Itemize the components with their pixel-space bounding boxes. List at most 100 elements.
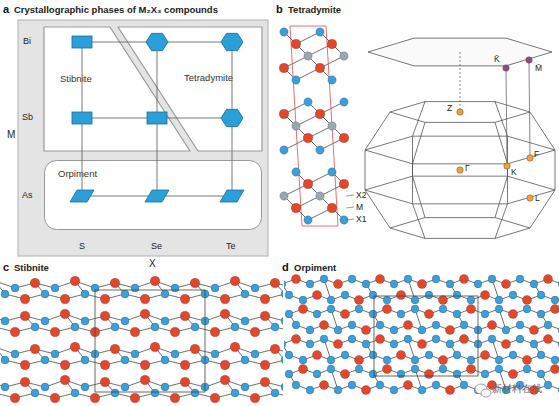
- atom: [466, 304, 475, 313]
- atom: [180, 377, 190, 387]
- atom: [382, 304, 391, 313]
- atom: [543, 334, 552, 343]
- zone-edge: [390, 218, 530, 239]
- atom: [432, 381, 440, 389]
- atom: [516, 275, 524, 283]
- atom: [298, 364, 307, 373]
- atom: [319, 380, 328, 389]
- atom: [250, 327, 260, 337]
- atom: [382, 364, 391, 373]
- atom: [396, 350, 405, 359]
- panel-letter: b: [276, 4, 283, 15]
- zone-edge: [365, 176, 555, 204]
- atom: [50, 327, 60, 337]
- atom: [432, 275, 440, 283]
- atom: [439, 305, 447, 313]
- atom: [315, 109, 325, 119]
- orpiment-symbol: [70, 190, 94, 202]
- atom: [211, 284, 219, 292]
- atom: [501, 339, 510, 348]
- atom: [495, 365, 503, 373]
- atom: [466, 364, 475, 373]
- atom: [231, 389, 239, 397]
- atom: [481, 370, 489, 378]
- atom: [250, 393, 260, 403]
- atom: [280, 192, 288, 200]
- atom: [285, 351, 293, 359]
- atom: [355, 365, 363, 373]
- zone-edge: [495, 102, 508, 137]
- atom: [291, 203, 301, 213]
- atom: [151, 323, 159, 331]
- atom: [411, 356, 419, 364]
- atom: [281, 356, 283, 364]
- atom: [90, 393, 100, 403]
- atom: [191, 323, 199, 331]
- atom: [418, 386, 426, 394]
- atom: [260, 311, 270, 321]
- atom: [298, 304, 307, 313]
- atom: [348, 275, 356, 283]
- atom: [292, 76, 300, 84]
- atom: [41, 356, 49, 364]
- atom: [150, 276, 160, 286]
- atom: [131, 284, 139, 292]
- atom: [453, 370, 461, 378]
- atom: [230, 276, 240, 286]
- atom: [312, 350, 321, 359]
- atom: [376, 321, 384, 329]
- zone-edge: [413, 176, 426, 217]
- atom: [10, 327, 20, 337]
- atom: [502, 326, 510, 334]
- atom: [487, 320, 496, 329]
- atom: [320, 335, 328, 343]
- axis-tick: As: [22, 191, 33, 200]
- atom: [348, 321, 356, 329]
- atom: [284, 340, 286, 348]
- k-point: [503, 65, 509, 71]
- atom: [230, 342, 240, 352]
- atom: [328, 122, 336, 130]
- atom: [121, 383, 129, 391]
- atom: [210, 393, 220, 403]
- region-name: Orpiment: [58, 169, 97, 179]
- atom: [131, 350, 139, 358]
- tetradymite-symbol: [146, 33, 168, 50]
- atom: [81, 383, 89, 391]
- k-point-label: K: [511, 168, 517, 177]
- atom: [558, 326, 559, 334]
- atom: [31, 323, 39, 331]
- k-point: [526, 57, 532, 63]
- zone-edge: [413, 102, 426, 137]
- atom: [334, 326, 342, 334]
- projection-line: [506, 68, 507, 166]
- k-point-label: Z: [447, 104, 452, 113]
- atom: [279, 63, 289, 73]
- atom: [100, 377, 110, 387]
- k-point-label: L: [535, 194, 540, 203]
- atom: [241, 317, 249, 325]
- atom: [474, 280, 482, 288]
- atom: [523, 305, 531, 313]
- atom: [111, 323, 119, 331]
- zone-edge: [412, 136, 413, 176]
- atom: [1, 356, 9, 364]
- atom: [480, 290, 489, 299]
- atom: [544, 321, 552, 329]
- atom: [60, 360, 70, 370]
- watermark-icon: [481, 389, 491, 397]
- zone-edge: [365, 136, 555, 164]
- atom: [460, 381, 468, 389]
- atom: [130, 393, 140, 403]
- atom: [327, 356, 335, 364]
- atom: [509, 291, 517, 299]
- atom: [171, 350, 179, 358]
- atom: [161, 383, 169, 391]
- axis-tick: S: [79, 242, 85, 251]
- brillouin-zone: [365, 38, 555, 238]
- atom: [291, 334, 300, 343]
- atom: [279, 109, 289, 119]
- atom: [425, 351, 433, 359]
- atom: [516, 335, 524, 343]
